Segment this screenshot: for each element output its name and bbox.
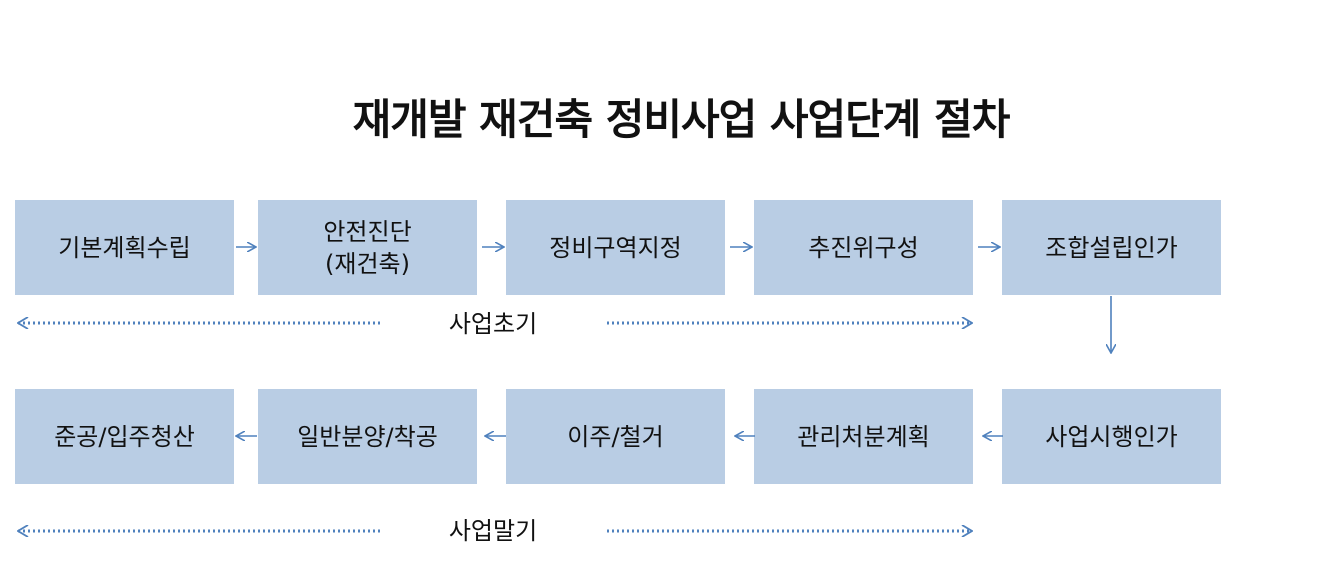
- step-label: 준공/입주청산: [54, 422, 195, 451]
- step-project-approval: 사업시행인가: [1002, 389, 1221, 484]
- step-management-plan: 관리처분계획: [754, 389, 973, 484]
- step-relocation-demolition: 이주/철거: [506, 389, 725, 484]
- step-basic-plan: 기본계획수립: [15, 200, 234, 295]
- step-label: 기본계획수립: [58, 233, 191, 262]
- phase-late-label: 사업말기: [448, 517, 538, 545]
- step-label: 일반분양/착공: [297, 422, 438, 451]
- step-sale-construction: 일반분양/착공: [258, 389, 477, 484]
- step-label: 정비구역지정: [549, 233, 682, 262]
- phase-early-label: 사업초기: [448, 310, 538, 338]
- step-label: 조합설립인가: [1045, 233, 1178, 262]
- step-completion-settlement: 준공/입주청산: [15, 389, 234, 484]
- step-zone-designation: 정비구역지정: [506, 200, 725, 295]
- step-label: 추진위구성: [808, 233, 919, 262]
- step-label: 사업시행인가: [1045, 422, 1178, 451]
- step-safety-inspection: 안전진단 (재건축): [258, 200, 477, 295]
- step-association-approval: 조합설립인가: [1002, 200, 1221, 295]
- diagram-title: 재개발 재건축 정비사업 사업단계 절차: [352, 95, 1011, 144]
- step-label: 안전진단 (재건축): [323, 217, 412, 278]
- step-label: 관리처분계획: [797, 422, 930, 451]
- step-promotion-committee: 추진위구성: [754, 200, 973, 295]
- step-label: 이주/철거: [567, 422, 664, 451]
